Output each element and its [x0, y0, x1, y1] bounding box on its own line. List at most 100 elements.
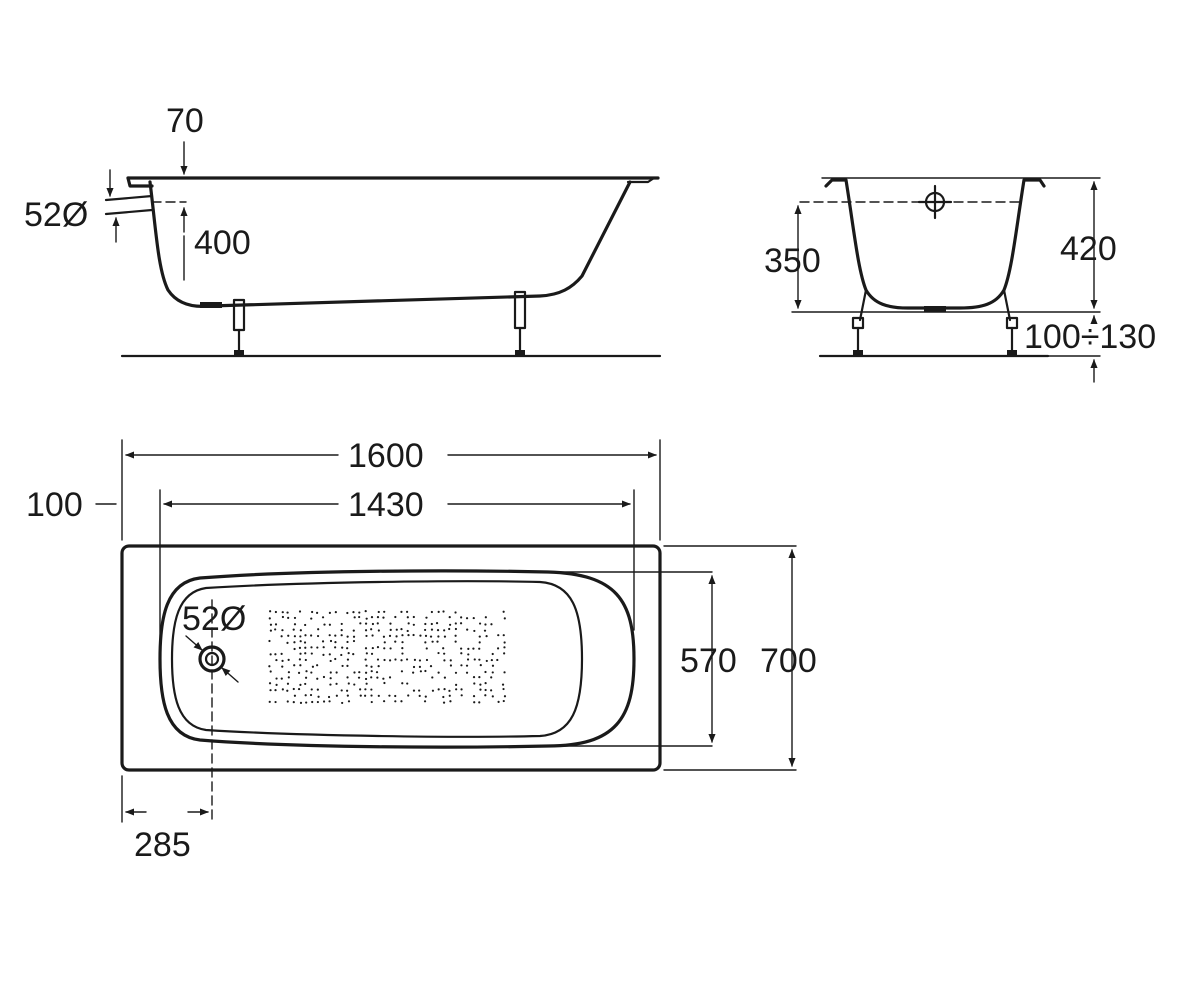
leg-adjustment-label: 100÷130	[1024, 318, 1156, 356]
anti-slip-dot	[419, 634, 422, 637]
anti-slip-dot	[429, 635, 433, 638]
anti-slip-dot	[341, 664, 344, 668]
anti-slip-dot	[418, 694, 421, 697]
anti-slip-dot	[424, 695, 427, 698]
anti-slip-dot	[269, 670, 272, 673]
anti-slip-dot	[364, 688, 367, 691]
anti-slip-dot	[478, 635, 481, 638]
anti-slip-dot	[449, 664, 453, 667]
anti-slip-dot	[406, 682, 409, 685]
anti-slip-dot	[281, 688, 284, 691]
anti-slip-dot	[286, 611, 289, 614]
anti-slip-dot	[352, 629, 355, 632]
overflow-pipe-bottom	[104, 208, 154, 216]
anti-slip-dot	[329, 677, 332, 680]
anti-slip-dot	[310, 671, 313, 674]
anti-slip-dot	[449, 700, 452, 703]
anti-slip-dot	[292, 687, 295, 691]
anti-slip-dot	[287, 634, 290, 637]
anti-slip-dot	[465, 664, 469, 667]
anti-slip-dot	[401, 647, 404, 650]
anti-slip-dot	[370, 628, 373, 631]
anti-slip-dot	[436, 629, 440, 632]
drain-fitting	[200, 302, 222, 308]
anti-slip-dot	[334, 641, 337, 644]
side-view: 70 52Ø 400	[24, 102, 662, 358]
anti-slip-dot	[491, 652, 494, 656]
anti-slip-dot	[490, 623, 493, 626]
anti-slip-dot	[281, 615, 285, 619]
inner-width-label: 570	[680, 642, 737, 680]
anti-slip-dot	[454, 627, 458, 631]
anti-slip-dot	[388, 634, 392, 637]
anti-slip-dot	[274, 628, 277, 631]
anti-slip-dot	[287, 676, 290, 679]
anti-slip-dot	[328, 653, 331, 656]
anti-slip-dot	[287, 616, 290, 619]
anti-slip-dot	[425, 647, 428, 650]
anti-slip-dot	[316, 611, 319, 614]
drain-dia-arrow-1	[185, 635, 203, 651]
anti-slip-dot	[383, 610, 386, 613]
anti-slip-dot	[460, 664, 463, 667]
anti-slip-dot	[281, 611, 284, 614]
anti-slip-dot	[466, 658, 470, 661]
anti-slip-dot	[311, 665, 315, 668]
anti-slip-dot	[401, 682, 404, 685]
anti-slip-dot	[472, 616, 475, 620]
anti-slip-dot	[346, 611, 349, 615]
anti-slip-dot	[371, 634, 374, 637]
anti-slip-dot	[376, 616, 380, 619]
anti-slip-dot	[460, 616, 463, 619]
overflow-pipe-top	[104, 194, 154, 202]
anti-slip-dot	[377, 629, 380, 632]
anti-slip-dot	[358, 671, 361, 674]
overflow-lip	[126, 176, 154, 188]
anti-slip-dot	[497, 700, 500, 703]
anti-slip-dot	[293, 641, 296, 644]
anti-slip-dot	[310, 646, 313, 649]
anti-slip-dot	[353, 616, 356, 619]
anti-slip-dot	[274, 610, 277, 614]
anti-slip-dot	[328, 700, 331, 703]
anti-slip-dot	[405, 658, 409, 661]
anti-slip-dot	[286, 682, 290, 685]
anti-slip-dot	[479, 683, 482, 686]
anti-slip-dot	[424, 669, 427, 673]
anti-slip-dot	[460, 652, 463, 655]
anti-slip-dot	[365, 682, 368, 685]
anti-slip-dot	[275, 658, 278, 662]
anti-slip-dot	[376, 676, 379, 679]
anti-slip-dot	[353, 671, 356, 674]
anti-slip-dot	[316, 677, 319, 680]
anti-slip-dot	[334, 634, 337, 637]
anti-slip-dot	[359, 694, 362, 697]
anti-slip-dot	[305, 701, 308, 704]
anti-slip-dot	[377, 610, 380, 614]
end-leg-right	[1002, 288, 1019, 356]
anti-slip-dot	[286, 641, 289, 644]
anti-slip-dot	[395, 635, 398, 638]
leg-right	[513, 290, 527, 356]
anti-slip-dot	[389, 622, 392, 625]
anti-slip-dot	[299, 652, 302, 655]
overall-width-label: 700	[760, 642, 817, 680]
anti-slip-dot	[490, 676, 493, 679]
total-height-label: 420	[1060, 230, 1117, 268]
anti-slip-dot	[352, 653, 355, 656]
anti-slip-dot	[406, 616, 409, 619]
anti-slip-dot	[304, 652, 307, 655]
anti-slip-dot	[364, 647, 368, 650]
anti-slip-dot	[299, 629, 302, 632]
anti-slip-dot	[268, 682, 272, 685]
anti-slip-dot	[298, 646, 302, 649]
anti-slip-dot	[286, 689, 289, 692]
anti-slip-dot	[412, 633, 415, 637]
anti-slip-dot	[424, 641, 427, 644]
anti-slip-dot	[478, 676, 481, 679]
rim-end	[626, 176, 656, 184]
anti-slip-dot	[467, 653, 470, 656]
plan-outer-rim	[120, 544, 662, 772]
anti-slip-dot	[485, 635, 488, 638]
